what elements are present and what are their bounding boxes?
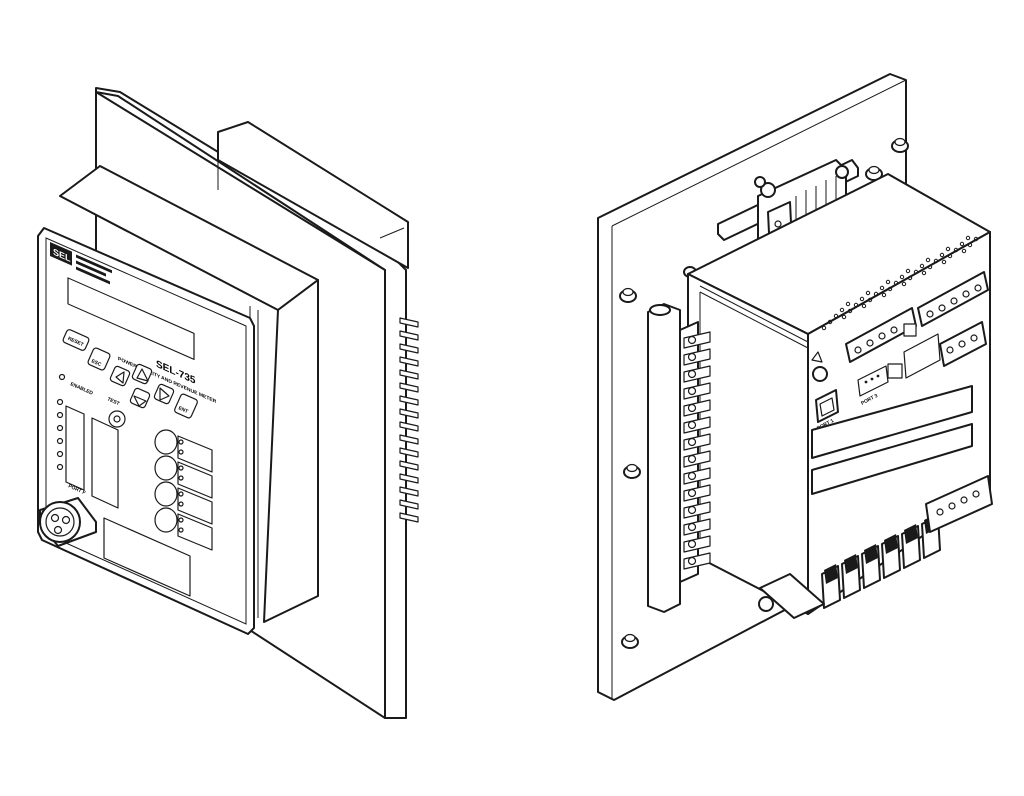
enabled-led (58, 373, 66, 381)
current-terminal (901, 524, 921, 569)
right-arrow-button[interactable] (153, 383, 175, 405)
up-arrow-button[interactable] (131, 363, 153, 385)
bottom-bracket (758, 573, 825, 619)
target-leds (56, 398, 64, 471)
right-arrow-icon (159, 387, 170, 401)
down-arrow-button[interactable] (129, 387, 151, 409)
target-label-strip-2 (91, 417, 119, 509)
ethernet-port-1[interactable] (815, 389, 839, 423)
heatsink-fin (399, 499, 419, 510)
current-terminal (821, 564, 841, 609)
current-terminal (881, 534, 901, 579)
heatsink-fin (399, 486, 419, 497)
target-led (56, 450, 64, 458)
operator-pushbutton[interactable] (154, 507, 213, 551)
heatsink-fin (399, 395, 419, 406)
target-led (56, 398, 64, 406)
current-terminal (841, 554, 861, 599)
port-f-connector[interactable] (39, 497, 97, 547)
ent-label: ENT (177, 405, 189, 415)
up-arrow-icon (136, 368, 149, 382)
rear-housing-box (217, 121, 409, 269)
heatsink-fin (399, 369, 419, 380)
sel-logo (50, 241, 72, 266)
current-terminal (861, 544, 881, 589)
panel-stud (623, 463, 641, 479)
target-led (56, 437, 64, 445)
test-button[interactable]: TEST (106, 396, 126, 428)
slot-cover-2 (811, 423, 973, 495)
ent-button[interactable]: ENT (174, 393, 199, 419)
left-arrow-button[interactable] (109, 365, 131, 387)
slot-cover-1 (811, 385, 973, 459)
heatsink-fin (399, 447, 419, 458)
heatsink-fin (399, 434, 419, 445)
target-led (56, 424, 64, 432)
heatsink-fin (399, 421, 419, 432)
ground-screw (812, 366, 828, 382)
down-arrow-icon (133, 395, 147, 407)
vent-holes (821, 235, 979, 331)
heatsink-fin (399, 330, 419, 341)
panel-stud (619, 287, 637, 303)
side-terminal-strip (647, 303, 711, 613)
heatsink-fin (399, 382, 419, 393)
esc-label: ESC (90, 358, 102, 368)
target-label-strip-1 (65, 405, 85, 491)
target-led (56, 463, 64, 471)
operator-pushbutton[interactable] (154, 429, 213, 473)
lcd-display (67, 277, 195, 361)
heatsink-fin (399, 473, 419, 484)
warning-icon (811, 351, 823, 363)
target-led (56, 411, 64, 419)
heatsink-fin (399, 408, 419, 419)
operator-pushbuttons (154, 429, 213, 551)
operator-pushbutton[interactable] (154, 481, 213, 525)
rear-view: PORT 3 PORT 1 (597, 73, 993, 701)
front-view: SEL SEL-735 POWER QUALITY AND REVENUE ME… (37, 87, 419, 719)
heatsink-fins (399, 317, 419, 523)
left-arrow-icon (115, 371, 125, 384)
heatsink-fin (399, 512, 419, 523)
esc-button[interactable]: ESC (87, 347, 111, 371)
bottom-label-area (103, 517, 191, 597)
lower-terminal-block (925, 475, 993, 533)
heatsink-fin (399, 317, 419, 328)
heatsink-fin (399, 460, 419, 471)
reset-button[interactable]: RESET (62, 329, 90, 352)
meter-body-side (263, 279, 319, 623)
operator-pushbutton[interactable] (154, 455, 213, 499)
heatsink-fin (399, 356, 419, 367)
panel-stud (621, 633, 639, 649)
test-label: TEST (106, 396, 120, 407)
serial-port-3[interactable] (857, 365, 889, 397)
upper-terminal-blocks (845, 271, 989, 379)
heatsink-fin (399, 343, 419, 354)
panel-stud (891, 137, 909, 153)
